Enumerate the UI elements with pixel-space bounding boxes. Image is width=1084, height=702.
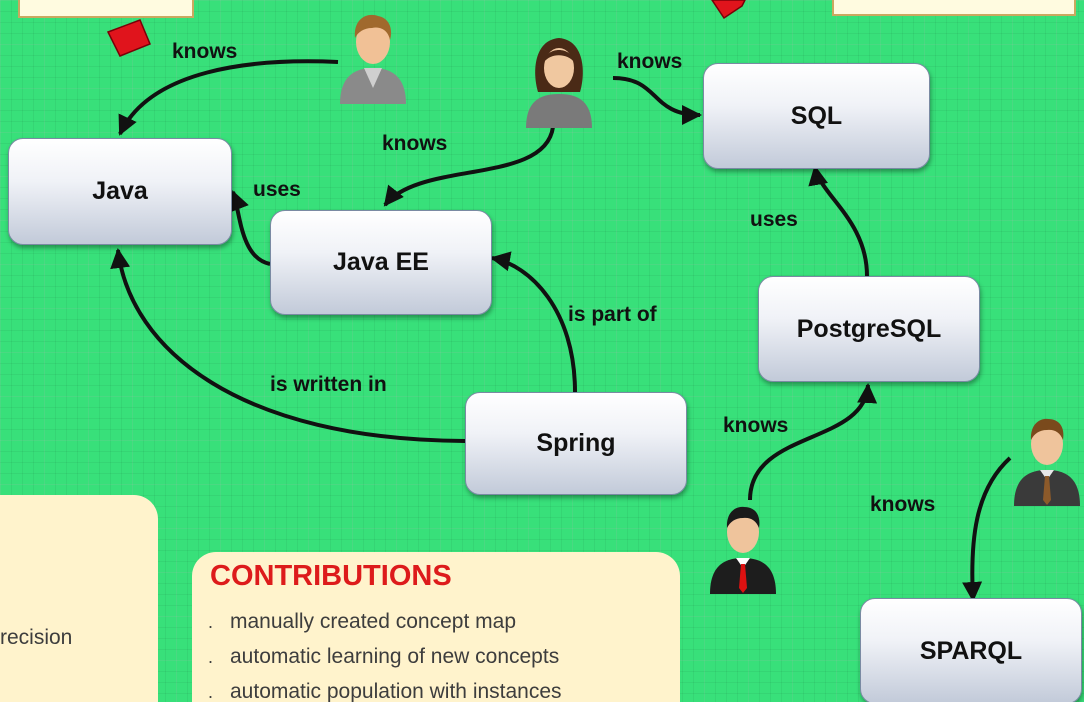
node-postgresql[interactable]: PostgreSQL: [758, 276, 980, 382]
label-user3-knows-postgresql: knows: [723, 414, 789, 437]
node-java-ee[interactable]: Java EE: [270, 210, 492, 315]
edge-postgresql-uses-sql: [808, 165, 869, 277]
top-left-note-box: [18, 0, 194, 18]
node-java[interactable]: Java: [8, 138, 232, 245]
left-panel-partial-text: recision: [0, 626, 73, 649]
man-user-icon: [340, 14, 406, 104]
node-spring[interactable]: Spring: [465, 392, 687, 495]
label-postgresql-uses-sql: uses: [750, 208, 798, 231]
label-spring-part-of-javaee: is part of: [568, 303, 657, 326]
woman-user-icon: [526, 38, 592, 128]
contribution-item-text: manually created concept map: [230, 610, 516, 633]
red-pin-icon-right: [711, 0, 746, 20]
businessman-red-tie-icon: [710, 506, 776, 594]
edge-user2-knows-sql: [612, 76, 702, 125]
edge-user1-knows-java: [118, 59, 339, 136]
label-user2-knows-javaee: knows: [382, 132, 448, 155]
businessman-icon: [1014, 418, 1080, 506]
label-user1-knows-java: knows: [172, 40, 238, 63]
label-spring-written-in-java: is written in: [270, 373, 387, 396]
edge-user2-knows-javaee: [383, 126, 555, 207]
node-sparql[interactable]: SPARQL: [860, 598, 1082, 702]
top-right-note-box: [832, 0, 1076, 16]
left-info-panel: recision: [0, 495, 158, 702]
contributions-title: CONTRIBUTIONS: [210, 560, 452, 592]
edge-javaee-uses-java: [230, 190, 271, 266]
label-user4-knows-sparql: knows: [870, 493, 936, 516]
edge-spring-part-of-javaee: [490, 251, 577, 393]
edge-user3-knows-postgresql: [748, 383, 878, 501]
contribution-item-text: automatic population with instances: [230, 680, 562, 702]
contribution-item-text: automatic learning of new concepts: [230, 645, 560, 668]
contribution-item: .manually created concept map: [208, 610, 516, 633]
edge-user4-knows-sparql: [962, 456, 1012, 602]
contributions-list: .manually created concept map .automatic…: [208, 608, 562, 702]
contributions-panel: CONTRIBUTIONS .manually created concept …: [192, 552, 680, 702]
contribution-item: .automatic learning of new concepts: [208, 645, 560, 668]
label-javaee-uses-java: uses: [253, 178, 301, 201]
node-sql[interactable]: SQL: [703, 63, 930, 169]
red-pin-icon-left: [106, 19, 151, 57]
contribution-item: .automatic population with instances: [208, 680, 562, 702]
edge-spring-written-in-java: [110, 248, 466, 443]
label-user2-knows-sql: knows: [617, 50, 683, 73]
